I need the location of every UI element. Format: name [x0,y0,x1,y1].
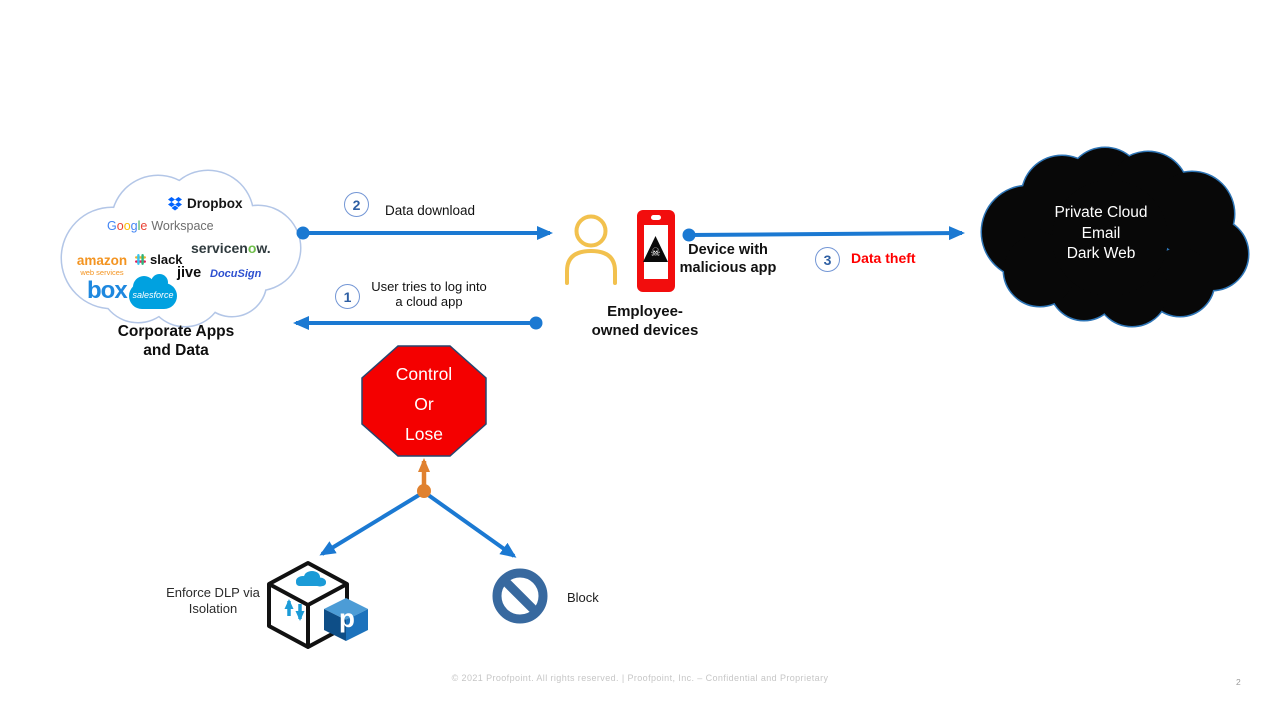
proofpoint-logo-icon [324,598,368,641]
malware-warning-triangle-icon [643,236,668,262]
jive-logo: jive [177,265,202,281]
servicenow-logo: servicenow. [191,240,271,256]
page-number: 2 [1236,677,1241,687]
step-1-badge: 1 [335,284,360,309]
corporate-apps-label: Corporate Apps and Data [117,323,235,359]
footer-copyright: © 2021 Proofpoint. All rights reserved. … [451,673,829,683]
dropbox-label: Dropbox [187,196,243,211]
dark-cloud-shape [980,146,1250,328]
arrow-data-theft [682,226,965,242]
block-icon [492,568,548,624]
google-wordmark: Google [107,219,148,233]
sync-arrows-icon [284,599,305,621]
proofpoint-p-letter: p [339,603,355,633]
arrow-login-attempt [293,316,543,330]
cloud-glyph-icon [296,571,326,587]
dark-cloud-label: Private Cloud Email Dark Web [1054,204,1148,262]
aws-logo: amazon web services [66,253,138,278]
stop-sign-label: Control Or Lose [395,364,453,444]
person-icon [565,214,617,285]
workspace-label: Workspace [151,219,214,233]
step-2-badge: 2 [344,192,369,217]
dropbox-icon [168,196,182,210]
arrow-to-block [422,490,517,558]
box-logo: box [87,277,128,304]
login-attempt-label: User tries to log into a cloud app [371,279,487,309]
data-download-label: Data download [385,203,476,218]
slack-logo: slack [134,252,183,267]
step-3-badge: 3 [815,247,840,272]
isolation-label: Enforce DLP via Isolation [166,585,260,616]
arrow-data-download [296,226,553,240]
arrow-to-isolation [319,490,426,556]
slack-hash-icon [135,254,146,265]
salesforce-logo: salesforce [129,274,177,309]
aws-webservices-label: web services [80,268,124,277]
slack-label: slack [150,252,183,267]
stop-sign-octagon [361,345,487,457]
block-label: Block [567,590,599,605]
data-theft-label: Data theft [851,250,916,266]
aws-amazon-label: amazon [76,253,128,268]
skull-icon: ☠ [650,247,661,259]
employee-devices-label: Employee- owned devices [591,303,699,339]
salesforce-label: salesforce [132,290,174,300]
phone-icon [637,210,675,292]
malicious-device-label: Device with malicious app [679,242,777,276]
arrow-to-stop-sign [417,458,431,498]
docusign-logo: DocuSign [210,268,262,280]
dropbox-logo: Dropbox [167,196,243,211]
